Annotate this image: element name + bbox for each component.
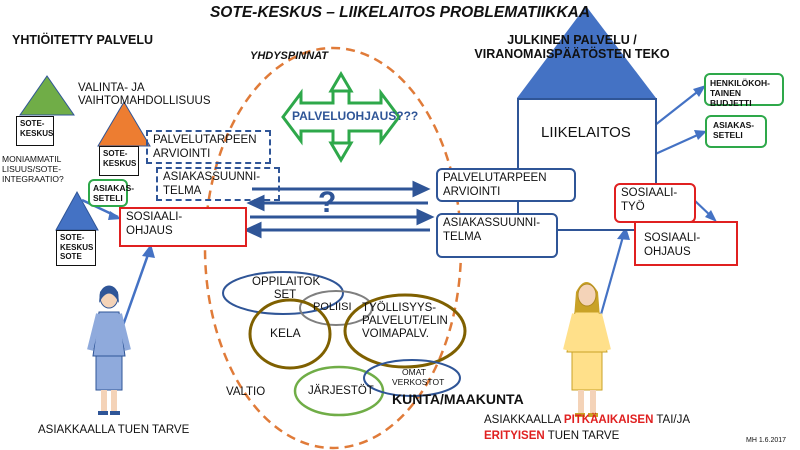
personal-budget-box: HENKILÖKOH- TAINEN BUDJETTI xyxy=(704,73,784,108)
four-way-arrow-icon xyxy=(281,71,401,163)
right-caption-prefix: ASIAKKAALLA xyxy=(484,414,564,426)
left-caption: ASIAKKAALLA TUEN TARVE xyxy=(38,424,190,436)
right-caption-line-1: ASIAKKAALLA PITKÄAIKAISEN TAI/JA xyxy=(484,414,690,427)
schools-ellipse xyxy=(222,271,344,315)
employment-ellipse xyxy=(343,293,467,369)
sote-keskus-box-1: SOTE- KESKUS xyxy=(16,116,54,146)
right-header: JULKINEN PALVELU / VIRANOMAISPÄÄTÖSTEN T… xyxy=(474,33,670,62)
page-title: SOTE-KESKUS – LIIKELAITOS PROBLEMATIIKKA… xyxy=(209,4,591,21)
right-caption-red-2: ERITYISEN xyxy=(484,430,545,442)
orange-triangle-icon xyxy=(97,101,151,147)
own-networks-label: OMAT VERKOSTOT xyxy=(392,367,445,387)
right-social-work-box: SOSIAALI- TYÖ xyxy=(614,183,696,223)
right-caption-line-2: ERITYISEN TUEN TARVE xyxy=(484,430,619,443)
organizations-ellipse xyxy=(293,365,385,417)
left-voucher-box: ASIAKAS- SETELI xyxy=(88,179,134,207)
enterprise-roof-icon xyxy=(517,6,656,98)
person-right-icon xyxy=(563,282,611,417)
right-social-guidance-box: SOSIAALI- OHJAUS xyxy=(634,221,738,266)
right-voucher-box: ASIAKAS- SETELI xyxy=(705,115,767,148)
left-assessment-box: PALVELUTARPEEN ARVIOINTI xyxy=(146,130,271,164)
kela-label: KELA xyxy=(270,326,301,340)
left-header: YHTIÖITETTY PALVELU xyxy=(12,33,153,47)
organizations-label: JÄRJESTÖT xyxy=(308,385,374,397)
signature: MH 1.6.2017 xyxy=(746,437,787,444)
green-triangle-icon xyxy=(19,75,75,116)
police-ellipse xyxy=(299,290,373,326)
person-left-icon xyxy=(87,285,131,415)
kela-ellipse xyxy=(248,298,332,370)
right-assessment-box: PALVELUTARPEEN ARVIOINTI xyxy=(436,168,576,202)
question-mark: ? xyxy=(318,186,337,219)
service-guidance-label: PALVELUOHJAUS??? xyxy=(292,109,419,123)
police-label: POLIISI xyxy=(313,301,352,313)
schools-label: OPPILAITOK SET xyxy=(252,276,321,302)
employment-label: TYÖLLISYYS- PALVELUT/ELIN VOIMAPALV. xyxy=(362,302,448,341)
left-client-plan-box: ASIAKASSUUNNI- TELMA xyxy=(156,167,280,201)
right-caption-suffix-2: TUEN TARVE xyxy=(544,430,620,442)
interfaces-label: YHDYSPINNAT xyxy=(250,50,329,62)
multiprofessional-text: MONIAMMATIL LISUUS/SOTE- INTEGRAATIO? xyxy=(2,154,64,184)
left-social-guidance-box: SOSIAALI- OHJAUS xyxy=(119,207,247,247)
state-label: VALTIO xyxy=(226,386,266,398)
right-caption-suffix-1: TAI/JA xyxy=(653,414,691,426)
own-networks-ellipse xyxy=(363,359,461,397)
right-client-plan-box: ASIAKASSUUNNI- TELMA xyxy=(436,213,558,258)
sote-keskus-box-2: SOTE- KESKUS xyxy=(99,146,139,176)
choice-text: VALINTA- JA VAIHTOMAHDOLLISUUS xyxy=(78,82,211,108)
sote-keskus-box-3: SOTE- KESKUS SOTE xyxy=(56,230,96,266)
enterprise-box: LIIKELAITOS xyxy=(517,98,657,231)
right-caption-red-1: PITKÄAIKAISEN xyxy=(563,414,654,426)
municipality-label: KUNTA/MAAKUNTA xyxy=(392,391,524,407)
